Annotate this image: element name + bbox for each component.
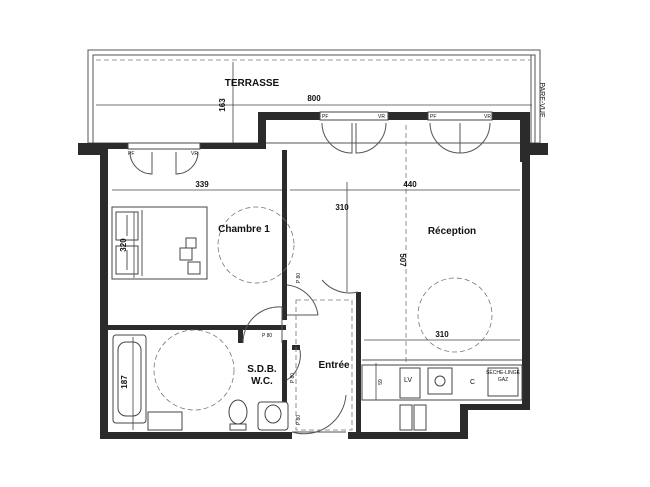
dim-440: 440 [403, 180, 417, 189]
pare-vue-label: PARE-VUE [538, 82, 545, 118]
dim-163: 163 [218, 98, 227, 112]
pf-label-1: PF [128, 151, 134, 157]
terrace [87, 49, 541, 144]
bed [111, 206, 208, 280]
sdb-label-line1: S.D.B. [247, 364, 277, 375]
windows [127, 111, 493, 175]
pf-label-2: PF [322, 114, 328, 120]
p80-label-3: P 80 [290, 373, 296, 383]
doors [242, 279, 359, 435]
c-label: C [470, 379, 475, 386]
p80-label-2: P 80 [262, 333, 272, 339]
p80-label-1: P 80 [296, 273, 302, 283]
dim-310-horizontal: 310 [435, 330, 449, 339]
terrace-label: TERRASSE [225, 78, 280, 89]
gaz-label: GAZ [498, 377, 508, 383]
dim-800: 800 [307, 94, 321, 103]
vr-label-1: VR [191, 151, 198, 157]
dim-310-vertical: 310 [335, 203, 349, 212]
dim-339: 339 [195, 180, 209, 189]
exterior-walls [78, 112, 548, 439]
lv-label: LV [404, 377, 412, 384]
dim-187: 187 [120, 375, 129, 389]
dim-507: 507 [398, 253, 407, 267]
seche-label: SÈCHE-LINGE [486, 369, 521, 376]
chambre-label: Chambre 1 [218, 224, 270, 235]
clearance-circles [153, 125, 493, 431]
reception-label: Réception [428, 226, 476, 237]
p80-label-4: P 80 [296, 415, 302, 425]
entree-label: Entrée [318, 360, 350, 371]
kitchen [361, 359, 523, 431]
vr-label-2: VR [378, 114, 385, 120]
dimension-lines [96, 62, 532, 430]
dim-320: 320 [119, 238, 128, 252]
sdb-label-line2: W.C. [251, 376, 273, 387]
dim-59: 59 [378, 379, 384, 385]
pf-label-3: PF [430, 114, 436, 120]
vr-label-3: VR [484, 114, 491, 120]
bathroom-fixtures [112, 334, 289, 431]
